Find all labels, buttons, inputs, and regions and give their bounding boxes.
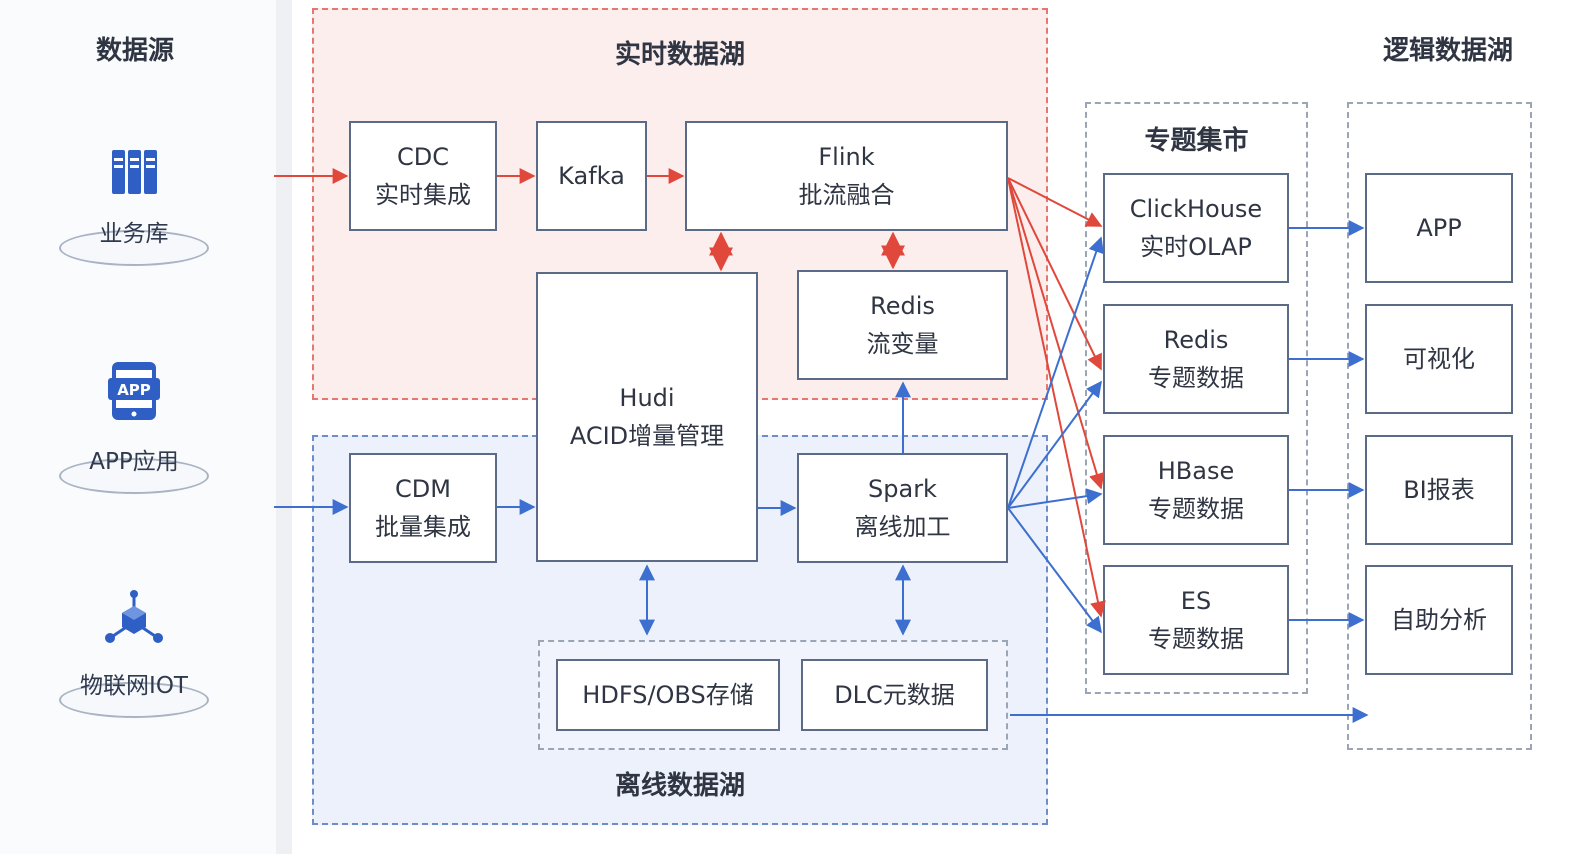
- box-line: 专题数据: [1148, 625, 1244, 653]
- box-line: Flink: [818, 143, 875, 171]
- logical-lake-title: 逻辑数据湖: [1382, 36, 1513, 66]
- kafka-box: Kafka: [536, 121, 647, 231]
- box-line: 批流融合: [798, 181, 895, 209]
- dlc-metadata-box: DLC元数据: [801, 659, 988, 731]
- realtime-lake-title: 实时数据湖: [614, 40, 745, 70]
- box-line: Spark: [868, 475, 937, 503]
- box-line: 离线加工: [854, 513, 951, 541]
- box-line: 专题数据: [1148, 364, 1244, 392]
- box-line: 实时OLAP: [1140, 233, 1252, 261]
- box-line: CDC: [397, 143, 449, 171]
- clickhouse-olap-box: ClickHouse 实时OLAP: [1103, 173, 1289, 283]
- box-line: Redis: [1163, 326, 1229, 354]
- arrow-spark-to-es: [1007, 507, 1102, 634]
- source-label-iot: 物联网IOT: [80, 673, 188, 699]
- box-line: ACID增量管理: [569, 422, 725, 450]
- box-line: 批量集成: [375, 513, 471, 541]
- flink-batch-stream-box: Flink 批流融合: [685, 121, 1008, 231]
- source-label-database: 业务库: [99, 221, 169, 247]
- arrow-flink-to-hbase: [1007, 177, 1105, 490]
- box-line: HDFS/OBS存储: [582, 681, 754, 709]
- box-line: 流变量: [866, 330, 939, 358]
- box-line: Hudi: [619, 384, 675, 412]
- arrow-flink-to-redis-topic: [1007, 177, 1102, 371]
- spark-offline-processing-box: Spark 离线加工: [797, 453, 1008, 563]
- logical-app-box: APP: [1365, 173, 1513, 283]
- iot-network-icon: [102, 588, 166, 648]
- box-line: HBase: [1157, 457, 1235, 485]
- redis-stream-variable-box: Redis 流变量: [797, 270, 1008, 380]
- source-pedestal: [59, 230, 209, 266]
- source-pedestal: [59, 458, 209, 494]
- box-line: 可视化: [1403, 345, 1475, 373]
- arrow-flink-to-es: [1007, 177, 1106, 618]
- database-icon: [110, 146, 160, 196]
- box-line: ClickHouse: [1129, 195, 1263, 223]
- logical-bi-report-box: BI报表: [1365, 435, 1513, 545]
- logical-self-analysis-box: 自助分析: [1365, 565, 1513, 675]
- box-line: DLC元数据: [834, 681, 955, 709]
- box-line: 实时集成: [375, 181, 471, 209]
- mobile-app-icon: APP: [106, 360, 162, 422]
- box-line: CDM: [395, 475, 451, 503]
- es-topic-data-box: ES 专题数据: [1103, 565, 1289, 675]
- box-line: 自助分析: [1391, 606, 1487, 634]
- box-line: BI报表: [1403, 476, 1475, 504]
- cdc-realtime-integration-box: CDC 实时集成: [349, 121, 497, 231]
- data-sources-title: 数据源: [95, 36, 174, 66]
- hbase-topic-data-box: HBase 专题数据: [1103, 435, 1289, 545]
- arrow-spark-to-hbase: [1007, 488, 1103, 509]
- panel-divider: [276, 0, 292, 854]
- logical-visualization-box: 可视化: [1365, 304, 1513, 414]
- redis-topic-data-box: Redis 专题数据: [1103, 304, 1289, 414]
- box-line: Kafka: [558, 162, 625, 190]
- hudi-acid-box: Hudi ACID增量管理: [536, 272, 758, 562]
- arrow-flink-to-clickhouse: [1007, 177, 1103, 227]
- hdfs-obs-storage-box: HDFS/OBS存储: [556, 659, 780, 731]
- cdm-batch-integration-box: CDM 批量集成: [349, 453, 497, 563]
- topic-market-title: 专题集市: [1144, 126, 1249, 156]
- source-label-app: APP应用: [89, 449, 179, 475]
- box-line: 专题数据: [1148, 495, 1244, 523]
- svg-text:APP: APP: [117, 381, 151, 399]
- offline-lake-title: 离线数据湖: [614, 771, 745, 801]
- arrow-spark-to-redis-topic: [1007, 380, 1102, 509]
- arrow-spark-to-clickhouse: [1007, 236, 1104, 509]
- box-line: ES: [1180, 587, 1212, 615]
- source-pedestal: [59, 682, 209, 718]
- box-line: APP: [1416, 214, 1462, 242]
- box-line: Redis: [870, 292, 935, 320]
